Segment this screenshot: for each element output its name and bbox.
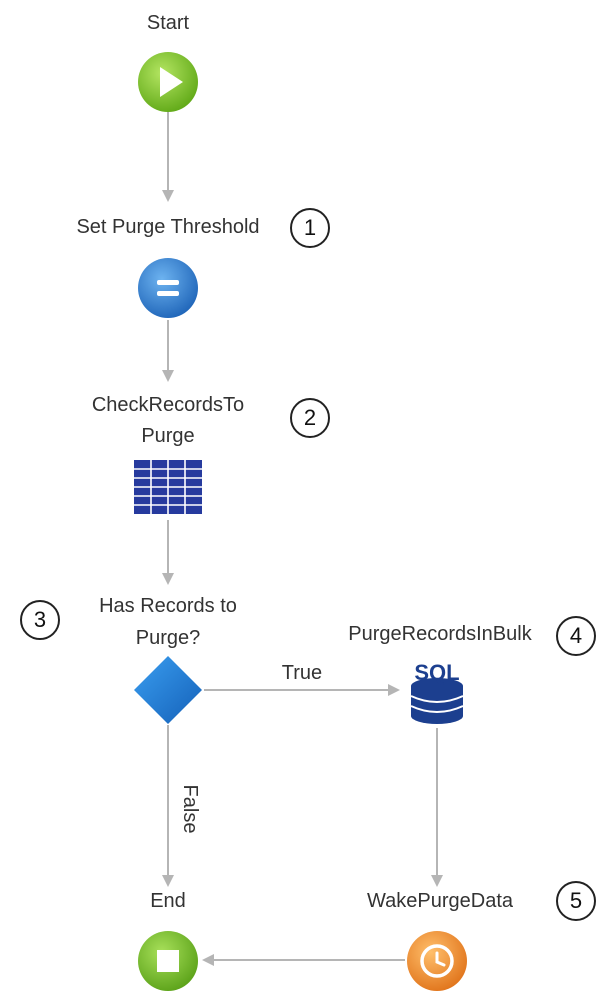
play-icon[interactable] (136, 50, 200, 114)
step-badge-3: 3 (20, 600, 60, 640)
check-records-label-line2: Purge (141, 425, 195, 447)
if-diamond-icon[interactable] (132, 654, 204, 726)
false-branch-label: False (179, 784, 201, 834)
has-records-label-line2: Purge? (135, 627, 201, 649)
sql-database-icon[interactable]: SQL (404, 650, 470, 726)
stop-icon[interactable] (136, 929, 200, 993)
start-label: Start (146, 12, 190, 34)
assign-icon[interactable] (136, 256, 200, 320)
step-badge-4: 4 (556, 616, 596, 656)
step-badge-2: 2 (290, 398, 330, 438)
true-branch-label: True (281, 662, 323, 684)
timer-clock-icon[interactable] (405, 929, 469, 993)
end-label: End (150, 890, 186, 912)
aggregate-table-icon[interactable] (134, 460, 202, 516)
wake-purge-label: WakePurgeData (367, 890, 513, 912)
sql-icon-text: SQL (414, 660, 459, 685)
step-badge-5: 5 (556, 881, 596, 921)
step-badge-1: 1 (290, 208, 330, 248)
has-records-label-line1: Has Records to (99, 595, 237, 617)
set-threshold-label: Set Purge Threshold (76, 216, 260, 238)
check-records-label-line1: CheckRecordsTo (91, 394, 245, 416)
purge-bulk-label: PurgeRecordsInBulk (348, 623, 532, 645)
